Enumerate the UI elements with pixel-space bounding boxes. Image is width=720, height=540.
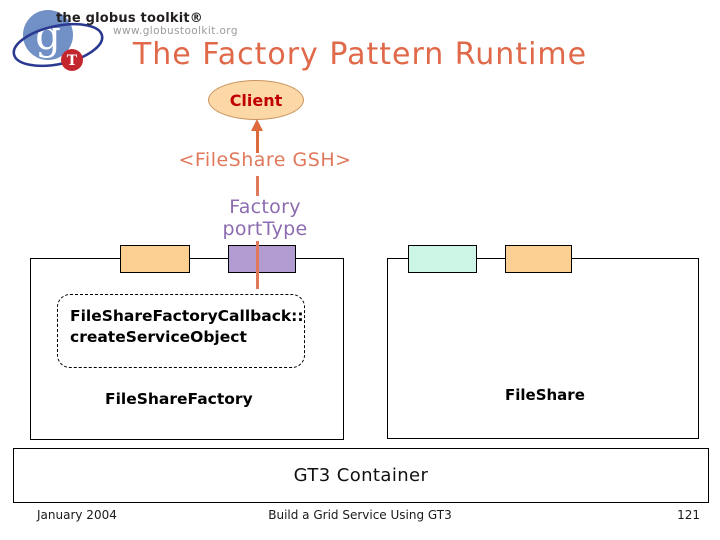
client-node: Client	[208, 80, 304, 120]
footer-title: Build a Grid Service Using GT3	[268, 508, 452, 522]
logo-url-text: www.globustoolkit.org	[113, 25, 238, 37]
fileshare-label: FileShare	[505, 386, 585, 404]
factory-porttype-line1: Factory	[229, 196, 301, 218]
callback-dashed-box: FileShareFactoryCallback:: createService…	[57, 294, 305, 368]
factory-porttype-line2: portType	[222, 218, 308, 240]
arrow-stem	[256, 130, 259, 153]
callback-line2: createServiceObject	[70, 328, 247, 346]
up-arrow-icon	[251, 119, 263, 131]
factory-box-port-purple	[228, 245, 296, 273]
connector-line	[256, 176, 259, 196]
page-title: The Factory Pattern Runtime	[132, 37, 588, 72]
fileshare-instance-box	[387, 258, 699, 439]
logo-g-letter: g	[35, 13, 61, 59]
callback-line1: FileShareFactoryCallback::	[70, 307, 304, 325]
fileshare-factory-label: FileShareFactory	[105, 390, 253, 408]
globus-toolkit-logo-icon: g T	[12, 10, 104, 71]
factory-box-port-orange	[120, 245, 190, 273]
footer-page-number: 121	[677, 508, 700, 522]
gt3-container-box: GT3 Container	[13, 448, 709, 503]
factory-porttype-label: Factory portType	[0, 196, 530, 240]
instance-box-port-mint	[408, 245, 477, 273]
fileshare-gsh-label: <FileShare GSH>	[178, 149, 352, 171]
connector-line-through-port	[256, 241, 259, 289]
footer-date: January 2004	[37, 508, 117, 522]
logo-brand-text: the globus toolkit®	[56, 11, 203, 26]
instance-box-port-orange	[505, 245, 572, 273]
logo-t-letter: T	[67, 53, 78, 69]
